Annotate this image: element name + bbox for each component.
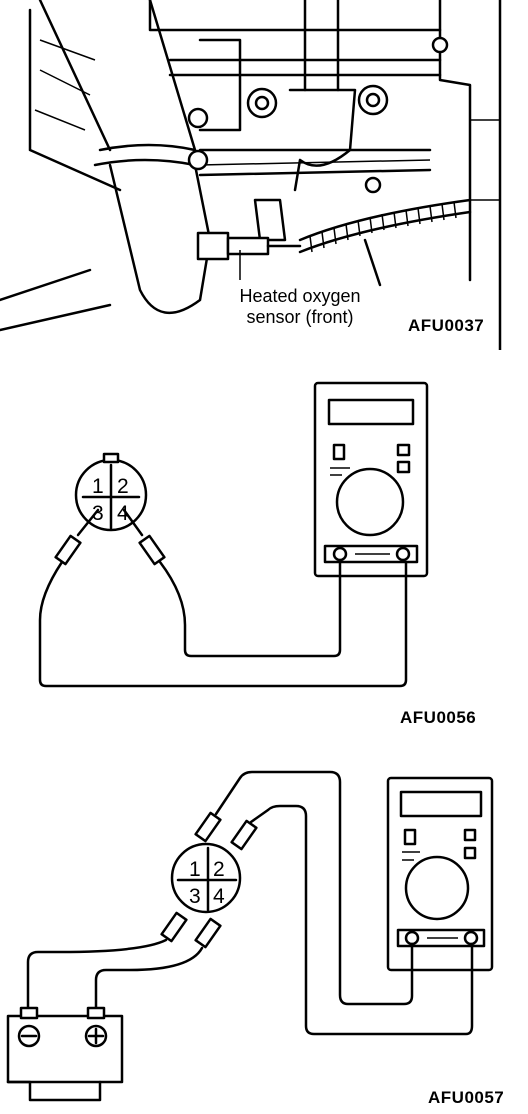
pin-4: 4 — [213, 885, 225, 908]
resistance-check-figure: 1 2 3 4 AFU0056 — [0, 350, 528, 730]
engine-bay-illustration — [0, 0, 502, 350]
multimeter-wiring-diagram-2: 1 2 3 4 ⊖ ⊕ — [6, 770, 494, 1102]
battery: ⊖ ⊕ — [6, 1006, 124, 1102]
pin-1: 1 — [92, 475, 104, 498]
pin-3: 3 — [92, 502, 104, 525]
callout-line-1: Heated oxygen — [239, 286, 361, 306]
sensor-location-figure: Heated oxygen sensor (front) AFU0037 — [0, 0, 528, 350]
sensor-connector: 1 2 3 4 — [170, 842, 242, 914]
figure-reference-code: AFU0056 — [400, 708, 477, 727]
multimeter — [386, 776, 494, 972]
figure-reference-code: AFU0057 — [428, 1088, 505, 1107]
heated-oxygen-sensor-label: Heated oxygen sensor (front) — [205, 286, 395, 328]
multimeter — [313, 381, 429, 578]
pin-1: 1 — [189, 858, 201, 881]
voltage-check-figure: 1 2 3 4 ⊖ ⊕ AFU0057 — [0, 730, 528, 1114]
sensor-connector: 1 2 3 4 — [74, 452, 148, 532]
pin-3: 3 — [189, 885, 201, 908]
callout-line-2: sensor (front) — [246, 307, 354, 327]
pin-2: 2 — [213, 858, 225, 881]
multimeter-wiring-diagram-1: 1 2 3 4 — [38, 381, 429, 688]
pin-4: 4 — [117, 502, 129, 525]
figure-reference-code: AFU0037 — [408, 316, 485, 335]
pin-2: 2 — [117, 475, 129, 498]
